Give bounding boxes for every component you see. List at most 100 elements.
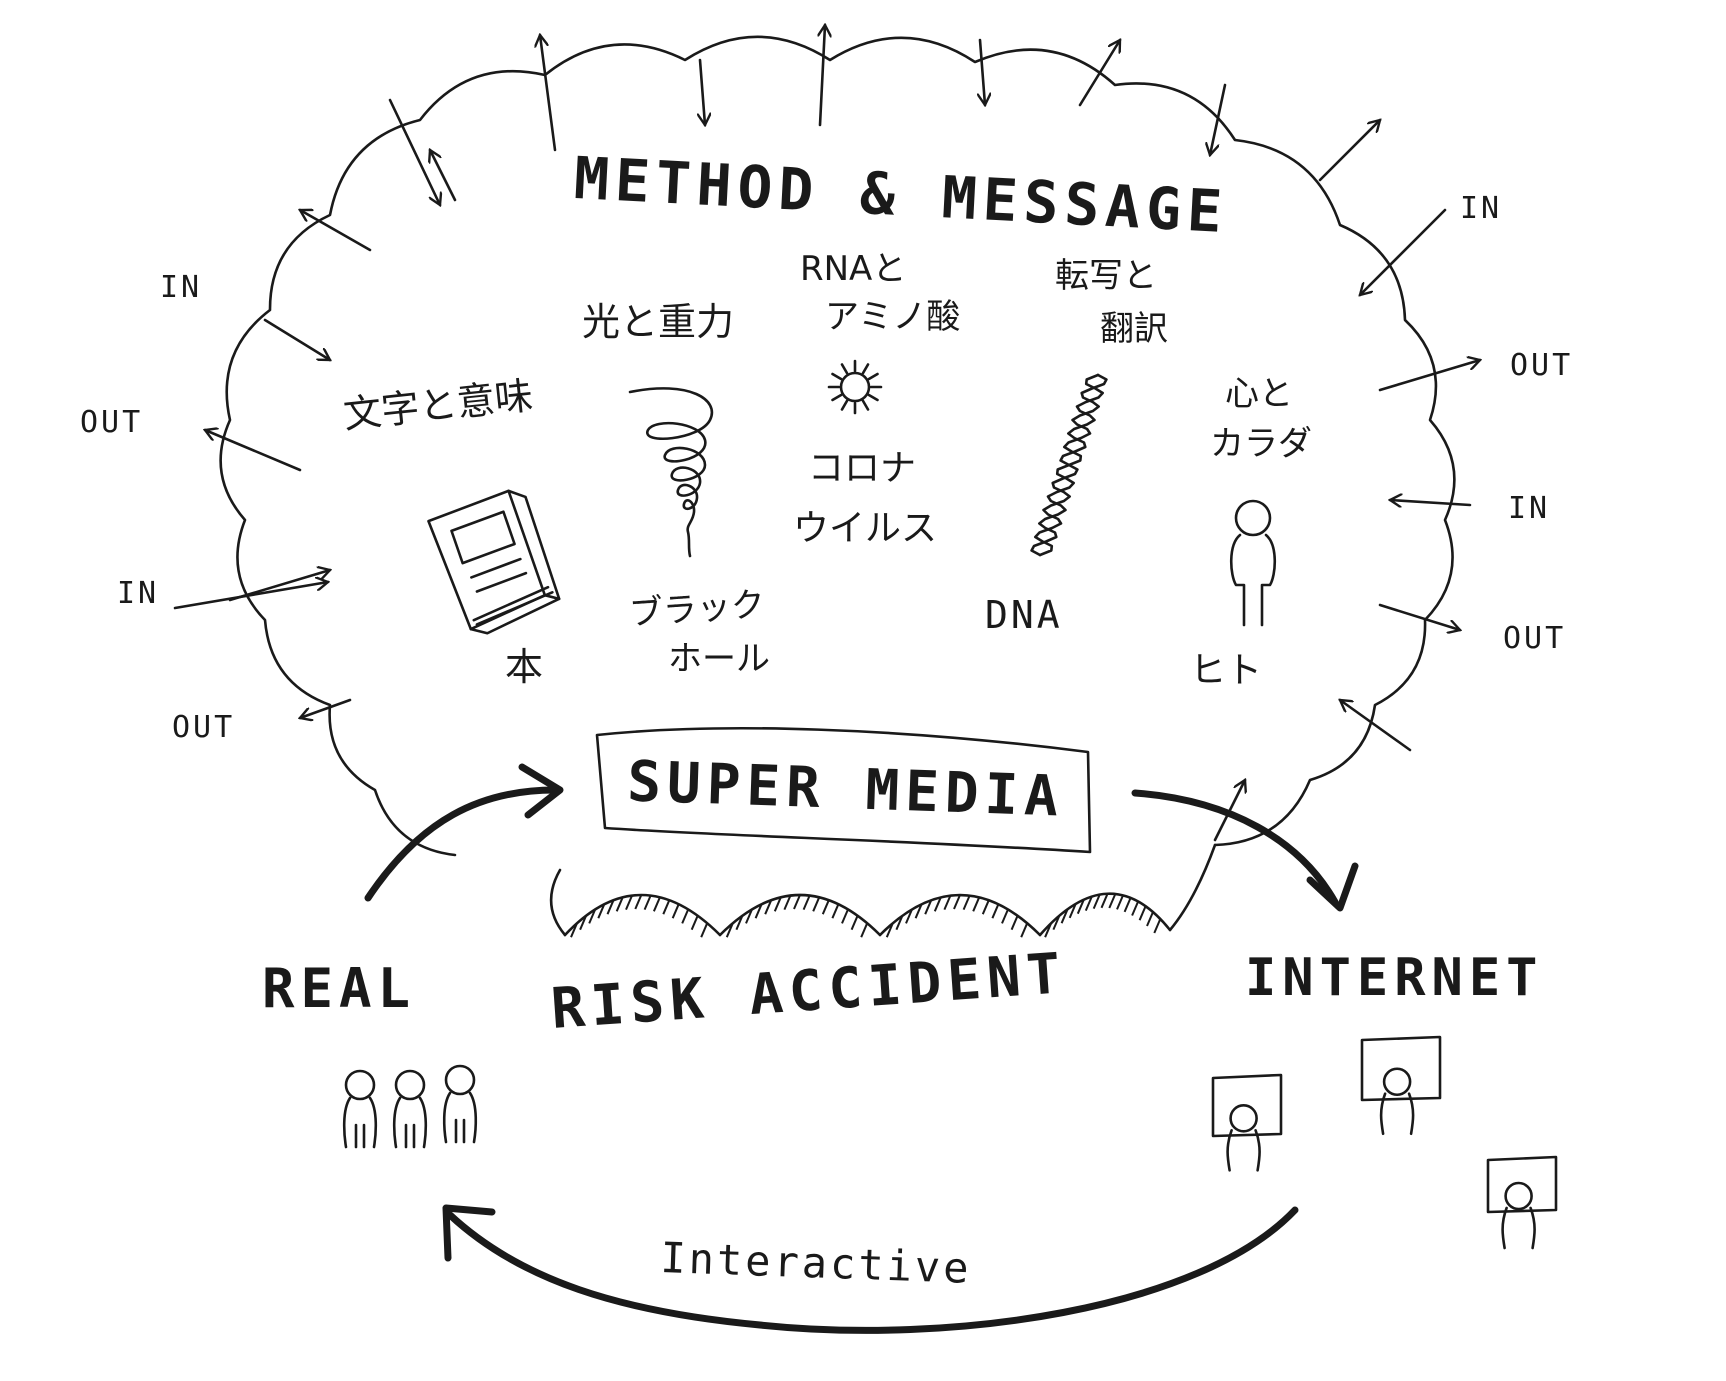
flow-arrow [263,318,330,362]
human-caption-line1: 心と [1225,374,1293,414]
hatch-line [681,909,690,924]
hatch-line [1020,922,1029,938]
real-label: REAL [262,957,416,1020]
hatch-line [652,896,661,912]
virus-label-line1: コロナ [808,448,916,489]
flow-arrow [540,35,557,152]
item-dna: 転写と 翻訳 DNA [985,256,1168,637]
virus-spike [840,363,849,375]
label-right-in-2: IN [1508,491,1550,526]
flow-arrow [1360,208,1447,295]
person-icon [342,1069,378,1149]
hatch-line [579,915,588,931]
hatch-line [597,903,606,919]
virus-spike [861,363,870,375]
label-right-in-1: IN [1460,191,1502,226]
real-to-media-arrowhead [518,763,564,819]
hatch-line [905,909,913,924]
super-media-box: SUPER MEDIA [595,726,1092,854]
hatch-line [1060,908,1069,924]
hatch-line [812,896,821,912]
label-left-out-2: OUT [172,710,235,745]
flow-arrow [1378,603,1460,630]
hatch-line [831,903,840,919]
hatch-line [764,899,773,915]
computer-user-icon [1211,1073,1283,1172]
computer-user-icon [1360,1035,1442,1136]
hatch-line [1076,899,1085,915]
flow-arrow [700,58,705,125]
internet-users [1211,1035,1558,1250]
internet-label: INTERNET [1245,948,1543,1008]
hatch-line [1131,901,1140,916]
virus-caption-line2: アミノ酸 [825,297,960,337]
super-media-label: SUPER MEDIA [626,749,1065,829]
hatch-line [1153,918,1162,934]
person-icon [442,1064,478,1144]
hatch-line [1092,894,1101,909]
hatch-line [933,896,942,912]
hatch-line [1001,909,1009,924]
hatch-line [754,903,763,919]
flow-arrow [1210,83,1227,155]
label-left-out-1: OUT [80,405,143,440]
item-book: 文字と意味 本 [341,373,561,689]
hatch-line [643,895,652,910]
dna-caption-line1: 転写と [1055,256,1157,296]
media-to-internet-arrow [1131,789,1339,906]
hatch-line [953,894,961,910]
hatch-line [690,915,699,931]
virus-spike [831,393,843,402]
flow-arrow [820,25,825,127]
flow-arrow [980,38,985,105]
virus-label-line2: ウイルス [793,508,937,549]
flow-arrow [205,430,302,472]
flow-arrow [1318,120,1380,182]
risk-hatching [549,843,1217,938]
hatch-line [981,899,990,915]
hatch-line [850,915,859,931]
real-to-media-arrow [364,786,559,902]
hatch-line [895,915,904,931]
hatch-line [588,909,597,924]
label-right-out-2: OUT [1503,621,1566,656]
hatch-line [821,899,830,915]
hatch-line [725,922,734,938]
hatch-line [802,895,811,910]
black-hole-label-line2: ホール [668,639,770,679]
hatch-line [671,903,680,919]
label-right-out-1: OUT [1510,348,1573,383]
book-label: 本 [505,645,543,689]
hatch-line [1052,915,1061,930]
dna-label: DNA [985,593,1063,637]
hatch-line [962,895,971,910]
item-human: 心と カラダ ヒト [1190,374,1312,691]
human-label: ヒト [1190,650,1262,691]
hatch-line [625,895,633,910]
hatch-line [914,903,923,919]
hatch-line [570,922,578,938]
flow-arrow [388,98,440,205]
people-group-icon [342,1064,478,1149]
risk-bump-edge [549,868,567,937]
black-hole-label-line1: ブラック [628,585,766,634]
virus-spike [867,372,879,381]
hatch-line [1010,915,1019,931]
hatch-line [700,922,709,938]
hatch-line [943,895,952,910]
spiral-icon [628,387,714,558]
risk-bump [1038,892,1172,937]
interactive-arrow [446,1206,1299,1334]
hatch-line [745,909,753,924]
hatch-line [773,896,782,912]
virus-spike [867,393,879,402]
hatch-line [972,896,981,912]
hatch-line [783,895,792,910]
dna-strand [1034,373,1104,557]
hatch-line [735,915,744,931]
hatch-line [1138,905,1147,921]
hatch-line [793,894,801,910]
interactive-arrowhead [442,1204,496,1262]
risk-bump-edge [1168,843,1217,932]
hatch-line [662,899,671,915]
